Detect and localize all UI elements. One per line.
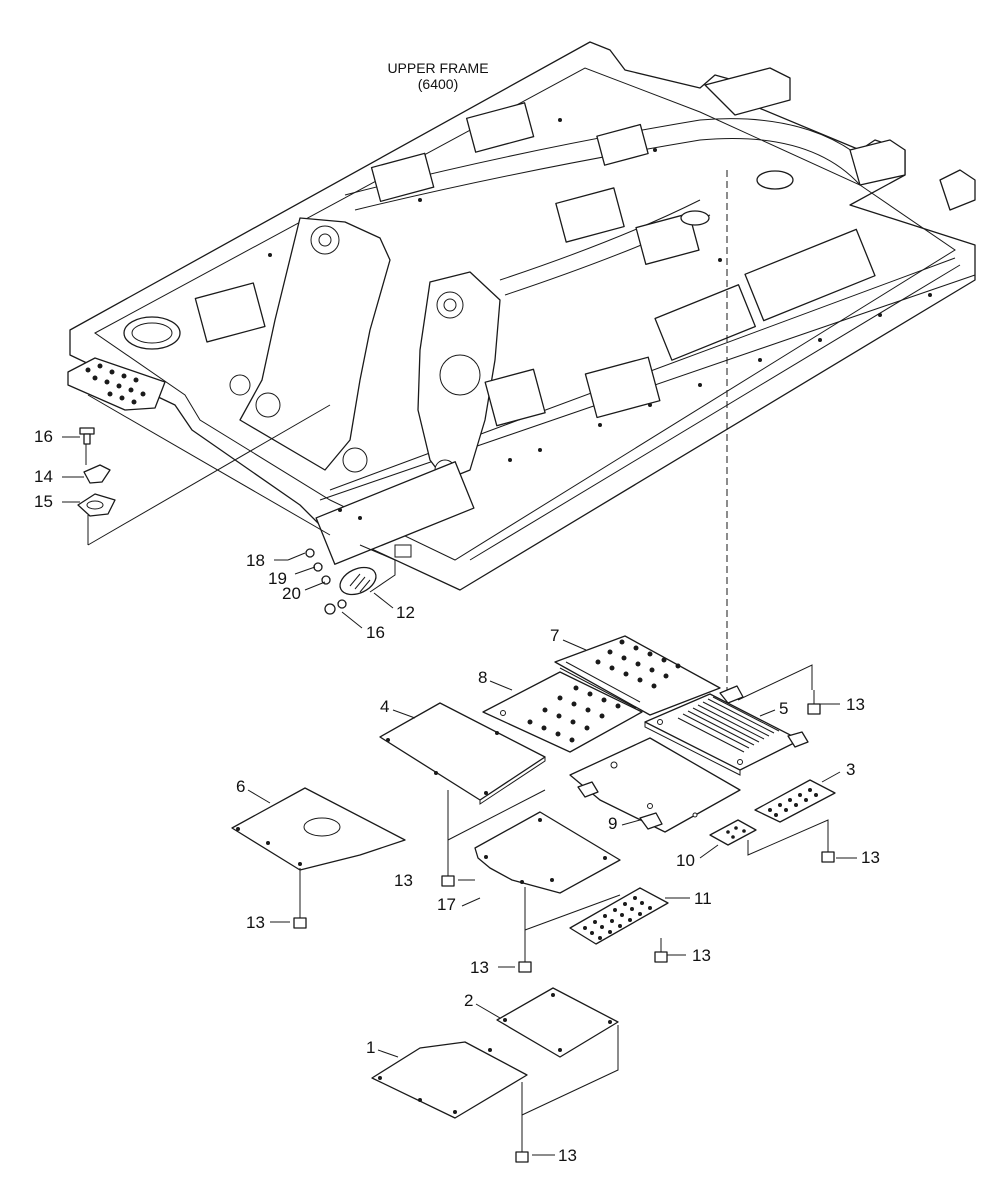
gasket-15 <box>77 493 116 517</box>
callout-14: 14 <box>34 467 53 486</box>
hex-bolt-icon <box>821 835 835 863</box>
hex-bolt-icon <box>79 427 95 465</box>
hex-bolt-icon <box>324 599 347 615</box>
cover-plate-4 <box>379 702 546 805</box>
hex-bolt-icon <box>518 945 532 973</box>
callout-13-c: 13 <box>394 871 413 890</box>
hex-bolt-icon <box>441 862 455 887</box>
cover-plate-17 <box>474 811 621 894</box>
callout-13-d: 13 <box>246 913 265 932</box>
callout-13-e: 13 <box>470 958 489 977</box>
cover-plate-5 <box>644 685 809 776</box>
callout-20: 20 <box>282 584 301 603</box>
cover-plate-1 <box>371 1041 528 1119</box>
callout-18: 18 <box>246 551 265 570</box>
hex-bolt-icon <box>807 690 821 715</box>
title-frame-code: (6400) <box>418 76 458 92</box>
cover-plate-6 <box>231 787 406 871</box>
callout-2: 2 <box>464 991 473 1010</box>
cover-plate-9 <box>569 737 741 833</box>
callout-13-a: 13 <box>846 695 865 714</box>
callout-19: 19 <box>268 569 287 588</box>
cover-plate-8 <box>482 671 643 753</box>
callout-5: 5 <box>779 699 788 718</box>
callout-16-a: 16 <box>34 427 53 446</box>
callout-10: 10 <box>676 851 695 870</box>
hex-bolt-icon <box>515 1138 529 1163</box>
upper-frame <box>67 41 976 591</box>
callout-6: 6 <box>236 777 245 796</box>
cover-14 <box>83 464 111 484</box>
cover-plate-3 <box>754 779 836 823</box>
hex-bolt-icon <box>654 938 668 963</box>
callout-8: 8 <box>478 668 487 687</box>
callout-13-b: 13 <box>861 848 880 867</box>
callout-17: 17 <box>437 895 456 914</box>
cover-plate-10 <box>709 819 757 846</box>
cover-plate-11 <box>569 887 669 945</box>
callout-4: 4 <box>380 697 389 716</box>
nut-icon <box>305 548 331 585</box>
callout-13-g: 13 <box>558 1146 577 1165</box>
callout-12: 12 <box>396 603 415 622</box>
callout-15: 15 <box>34 492 53 511</box>
callout-11: 11 <box>694 889 712 908</box>
callout-13-f: 13 <box>692 946 711 965</box>
hex-bolt-icon <box>293 905 307 929</box>
leader-lines <box>62 394 857 1156</box>
title-upper-frame: UPPER FRAME <box>387 60 488 76</box>
callout-1: 1 <box>366 1038 375 1057</box>
callout-3: 3 <box>846 760 855 779</box>
callout-7: 7 <box>550 626 559 645</box>
cover-plate-7 <box>554 635 721 716</box>
callout-9: 9 <box>608 814 617 833</box>
callout-16-b: 16 <box>366 623 385 642</box>
cover-plate-2 <box>496 987 619 1058</box>
cover-12 <box>339 566 377 596</box>
